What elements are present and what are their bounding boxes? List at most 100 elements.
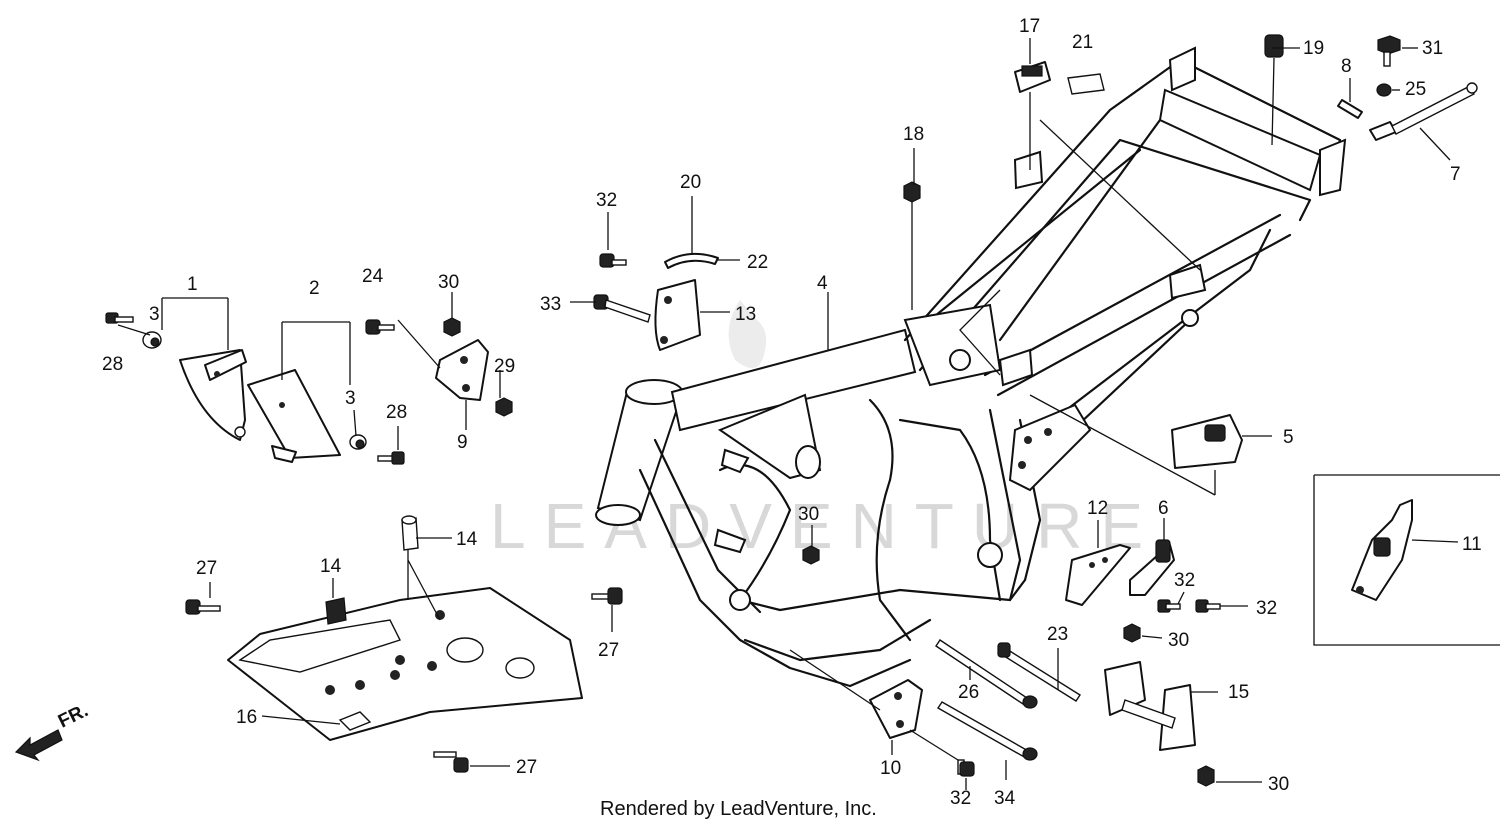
callout-32: 32 [950, 788, 971, 809]
part-21-label[interactable] [1067, 73, 1105, 95]
hole [1089, 562, 1095, 568]
part-16-skid-plate[interactable] [227, 587, 583, 741]
engine-mount-boss [729, 589, 751, 611]
part-1-side-cover[interactable] [179, 349, 247, 441]
callout-22: 22 [747, 252, 768, 273]
part-8-spring[interactable] [1337, 99, 1363, 119]
part-32-bolt-b[interactable] [1157, 599, 1181, 613]
shock-stay [1038, 228, 1272, 432]
part-20-clip[interactable] [664, 252, 719, 269]
callout-3: 3 [149, 304, 160, 325]
watermark-flame-icon [728, 300, 767, 368]
part-7-rod[interactable] [1369, 82, 1478, 141]
backbone-tube [670, 328, 917, 432]
part-27-bolt-b[interactable] [591, 587, 623, 605]
callout-21: 21 [1072, 32, 1093, 53]
hole [896, 720, 904, 728]
part-18-nut[interactable] [903, 181, 921, 203]
callout-24: 24 [362, 266, 384, 287]
part-27-bolt-a[interactable] [185, 599, 221, 615]
hole [214, 371, 220, 377]
cross-brace-2 [928, 148, 1142, 322]
rear-plate [1158, 88, 1322, 192]
callout-15: 15 [1228, 682, 1249, 703]
part-24-bolt[interactable] [365, 319, 395, 335]
part-30-nut-a[interactable] [443, 317, 461, 337]
callout-17: 17 [1019, 16, 1040, 37]
part-10-plate[interactable] [869, 679, 923, 739]
skid-hole [435, 610, 445, 620]
seat-rail-lower [918, 138, 1312, 372]
pivot-boss [977, 542, 1003, 568]
callout-2: 2 [309, 278, 320, 299]
callout-30: 30 [798, 504, 819, 525]
part-14-cushion-b[interactable] [325, 597, 347, 625]
skid-hole [427, 661, 437, 671]
part-28-bolt-b[interactable] [377, 451, 405, 465]
frame-body[interactable] [595, 46, 1347, 688]
part-27-bolt-c[interactable] [433, 751, 469, 773]
hole [460, 356, 468, 364]
part-3-collar-b[interactable] [349, 434, 367, 450]
callout-1: 1 [187, 274, 198, 295]
part-30-nut-c[interactable] [802, 545, 820, 565]
part-6-bracket[interactable] [1129, 539, 1175, 596]
part-30-nut-b[interactable] [1123, 623, 1141, 643]
callout-7: 7 [1450, 164, 1461, 185]
skid-hole [390, 670, 400, 680]
part-9-bracket[interactable] [435, 339, 489, 401]
part-3-collar-a[interactable] [142, 331, 162, 349]
hole [1466, 82, 1478, 94]
part-28-bolt-a[interactable] [105, 312, 134, 324]
tube-end [795, 445, 821, 479]
lower-rail-2 [743, 618, 932, 662]
part-34-bolt[interactable] [937, 701, 1038, 761]
frame-hole [1018, 461, 1026, 469]
part-5-mount[interactable] [1171, 414, 1243, 469]
hole [234, 426, 246, 438]
part-11-bracket[interactable] [1351, 499, 1413, 601]
callout-14: 14 [456, 529, 478, 550]
frame-hole [1024, 436, 1032, 444]
part-33-bolt[interactable] [593, 294, 651, 323]
part-30-nut-d[interactable] [1197, 765, 1215, 787]
callout-34: 34 [994, 788, 1016, 809]
part-31-bolt[interactable] [1377, 35, 1401, 67]
callout-14: 14 [320, 556, 342, 577]
part-26-bolt[interactable] [935, 639, 1038, 709]
engine-cradle-right [898, 418, 1002, 602]
part-15-hanger[interactable] [1104, 661, 1196, 751]
part-25-collar[interactable] [1376, 83, 1392, 97]
part-19-rubber[interactable] [1264, 34, 1284, 58]
stay-boss [1181, 309, 1199, 327]
part-14-cushion-a[interactable] [401, 515, 419, 551]
part-12-plate[interactable] [1065, 544, 1131, 606]
gusset-plate [717, 393, 822, 480]
part-23-bolt[interactable] [997, 642, 1081, 702]
watermark-text: LEADVENTURE [490, 490, 1161, 562]
rear-down-tube [988, 408, 1022, 602]
callout-11: 11 [1462, 534, 1482, 555]
callout-28: 28 [102, 354, 123, 375]
callout-19: 19 [1303, 38, 1324, 59]
hole [1356, 586, 1364, 594]
part-29-nut[interactable] [495, 397, 513, 417]
hole [894, 692, 902, 700]
rear-stay-2 [996, 233, 1292, 397]
part-32-bolt-c[interactable] [1195, 599, 1221, 613]
part-32-bolt-d[interactable] [957, 759, 975, 777]
rear-tab [1168, 46, 1196, 92]
part-17-bracket[interactable] [1014, 61, 1051, 93]
rear-stay [983, 213, 1282, 377]
part-2-side-cover[interactable] [247, 369, 341, 463]
part-13-plate[interactable] [654, 279, 701, 351]
part-32-bolt-a[interactable] [599, 253, 627, 268]
callout-28: 28 [386, 402, 407, 423]
skid-hole [355, 680, 365, 690]
callout-5: 5 [1283, 427, 1294, 448]
down-tube [638, 468, 912, 688]
leader-lines [117, 38, 1459, 790]
hole [279, 402, 285, 408]
